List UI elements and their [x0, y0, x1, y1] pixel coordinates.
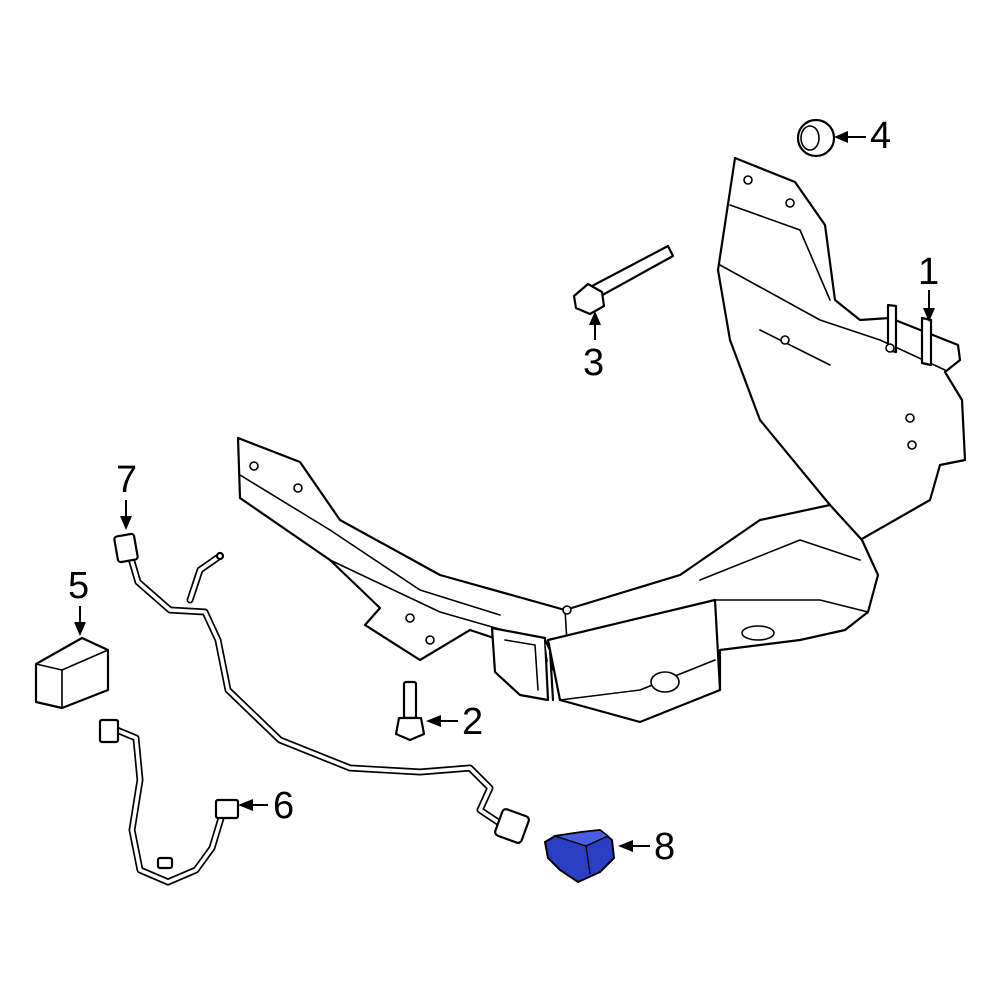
- callout-1: 1: [918, 251, 939, 322]
- svg-text:4: 4: [870, 115, 891, 157]
- sensor-8[interactable]: [543, 828, 616, 884]
- callout-8: 8: [618, 826, 675, 868]
- svg-text:6: 6: [273, 785, 294, 827]
- svg-text:5: 5: [68, 565, 89, 607]
- harness-6[interactable]: [98, 718, 240, 886]
- svg-text:3: 3: [583, 342, 604, 384]
- callout-7: 7: [116, 459, 137, 530]
- svg-text:1: 1: [918, 251, 939, 293]
- svg-text:8: 8: [654, 826, 675, 868]
- trailer-hitch[interactable]: [236, 156, 967, 724]
- nut-4[interactable]: [796, 118, 836, 158]
- callout-5: 5: [68, 565, 89, 636]
- harness-7[interactable]: [113, 532, 530, 844]
- svg-text:7: 7: [116, 459, 137, 501]
- callout-4: 4: [834, 115, 891, 157]
- module-5[interactable]: [34, 636, 110, 710]
- callout-6: 6: [238, 785, 294, 827]
- bolt-3[interactable]: [572, 244, 675, 316]
- callout-3: 3: [583, 311, 604, 384]
- callout-2: 2: [426, 701, 483, 743]
- bolt-2[interactable]: [394, 680, 426, 742]
- svg-text:2: 2: [462, 701, 483, 743]
